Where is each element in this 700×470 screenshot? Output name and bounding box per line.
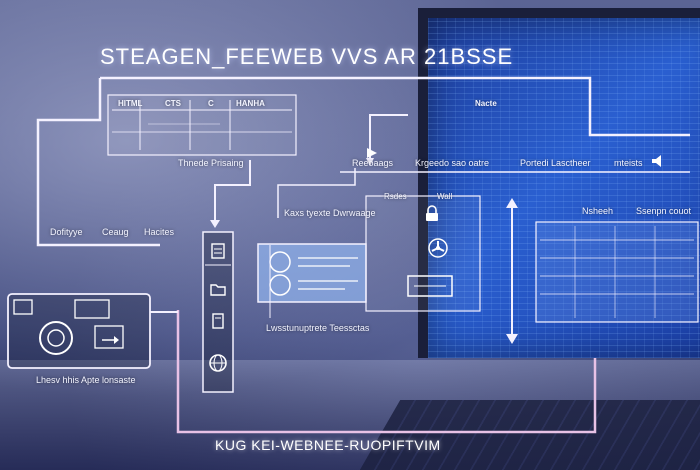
middle-label-2: Krgeedo sao oatre bbox=[415, 158, 490, 168]
device-screen bbox=[74, 299, 110, 319]
top-panel-caption: Thnede Prisaing bbox=[178, 158, 244, 168]
speaker-icon[interactable] bbox=[650, 154, 666, 168]
frame-bottom-path bbox=[176, 310, 597, 434]
right-sub-label-2: Wall bbox=[437, 192, 453, 201]
chart-label-2: Ssenpn couot bbox=[636, 206, 692, 216]
left-label-1: Dofityye bbox=[50, 227, 83, 237]
center-panel-heading: Kaxs tyexte Dwrwaage bbox=[284, 208, 376, 218]
lock-icon[interactable] bbox=[422, 204, 442, 224]
monitor-screen-grid bbox=[428, 18, 700, 358]
arrow-icon bbox=[102, 336, 119, 344]
device-caption: Lhesv hhis Apte lonsaste bbox=[36, 375, 136, 385]
device-port bbox=[13, 299, 33, 315]
chart-label-1: Nsheeh bbox=[582, 206, 614, 216]
tab-c[interactable]: C bbox=[208, 99, 214, 108]
arrow-up-right bbox=[506, 198, 518, 208]
fan-icon[interactable] bbox=[426, 236, 450, 260]
device-slot bbox=[94, 325, 124, 349]
right-chart-box bbox=[535, 221, 699, 323]
card-icon-shape bbox=[407, 275, 453, 297]
top-panel-box bbox=[107, 94, 297, 156]
card-icon[interactable] bbox=[408, 276, 452, 296]
folder-icon[interactable] bbox=[208, 280, 228, 298]
left-label-3: Hacites bbox=[144, 227, 175, 237]
page-title: STEAGEN_FEEWEB VVS AR 21BSSE bbox=[100, 44, 514, 69]
connector-center bbox=[277, 168, 356, 218]
play-icon[interactable] bbox=[364, 146, 380, 160]
background-monitor bbox=[418, 8, 700, 358]
note-icon[interactable] bbox=[208, 312, 228, 330]
right-sub-label-1: Rsdes bbox=[384, 192, 407, 201]
right-middle-box bbox=[365, 195, 481, 312]
arrow-down-right bbox=[506, 334, 518, 344]
globe-icon[interactable] bbox=[206, 352, 230, 374]
device-panel-box bbox=[7, 293, 151, 369]
arrow-down-toolbar bbox=[210, 220, 220, 228]
middle-label-1: Reeoaags bbox=[352, 158, 394, 168]
right-header-tag: Nacte bbox=[475, 99, 497, 108]
connector-to-middle bbox=[369, 114, 408, 160]
tab-css[interactable]: CTS bbox=[165, 99, 181, 108]
device-dial bbox=[39, 321, 73, 355]
device-dial-inner bbox=[47, 329, 65, 347]
left-label-2: Ceaug bbox=[102, 227, 129, 237]
tab-hanha[interactable]: HANHA bbox=[236, 99, 265, 108]
arrow-down-middle bbox=[366, 158, 374, 166]
frame-left-path bbox=[36, 78, 160, 247]
frame-top-path bbox=[100, 76, 690, 137]
right-label-1: Portedi Lasctheer bbox=[520, 158, 591, 168]
footer-caption: KUG KEI-WEBNEE-RUOPIFTVIM bbox=[215, 437, 441, 453]
connector-to-toolbar bbox=[214, 160, 251, 222]
document-icon[interactable] bbox=[208, 242, 228, 260]
right-label-2: mteists bbox=[614, 158, 643, 168]
tab-html[interactable]: HITML bbox=[118, 99, 143, 108]
center-panel-caption: Lwsstunuptrete Teessctas bbox=[266, 323, 370, 333]
